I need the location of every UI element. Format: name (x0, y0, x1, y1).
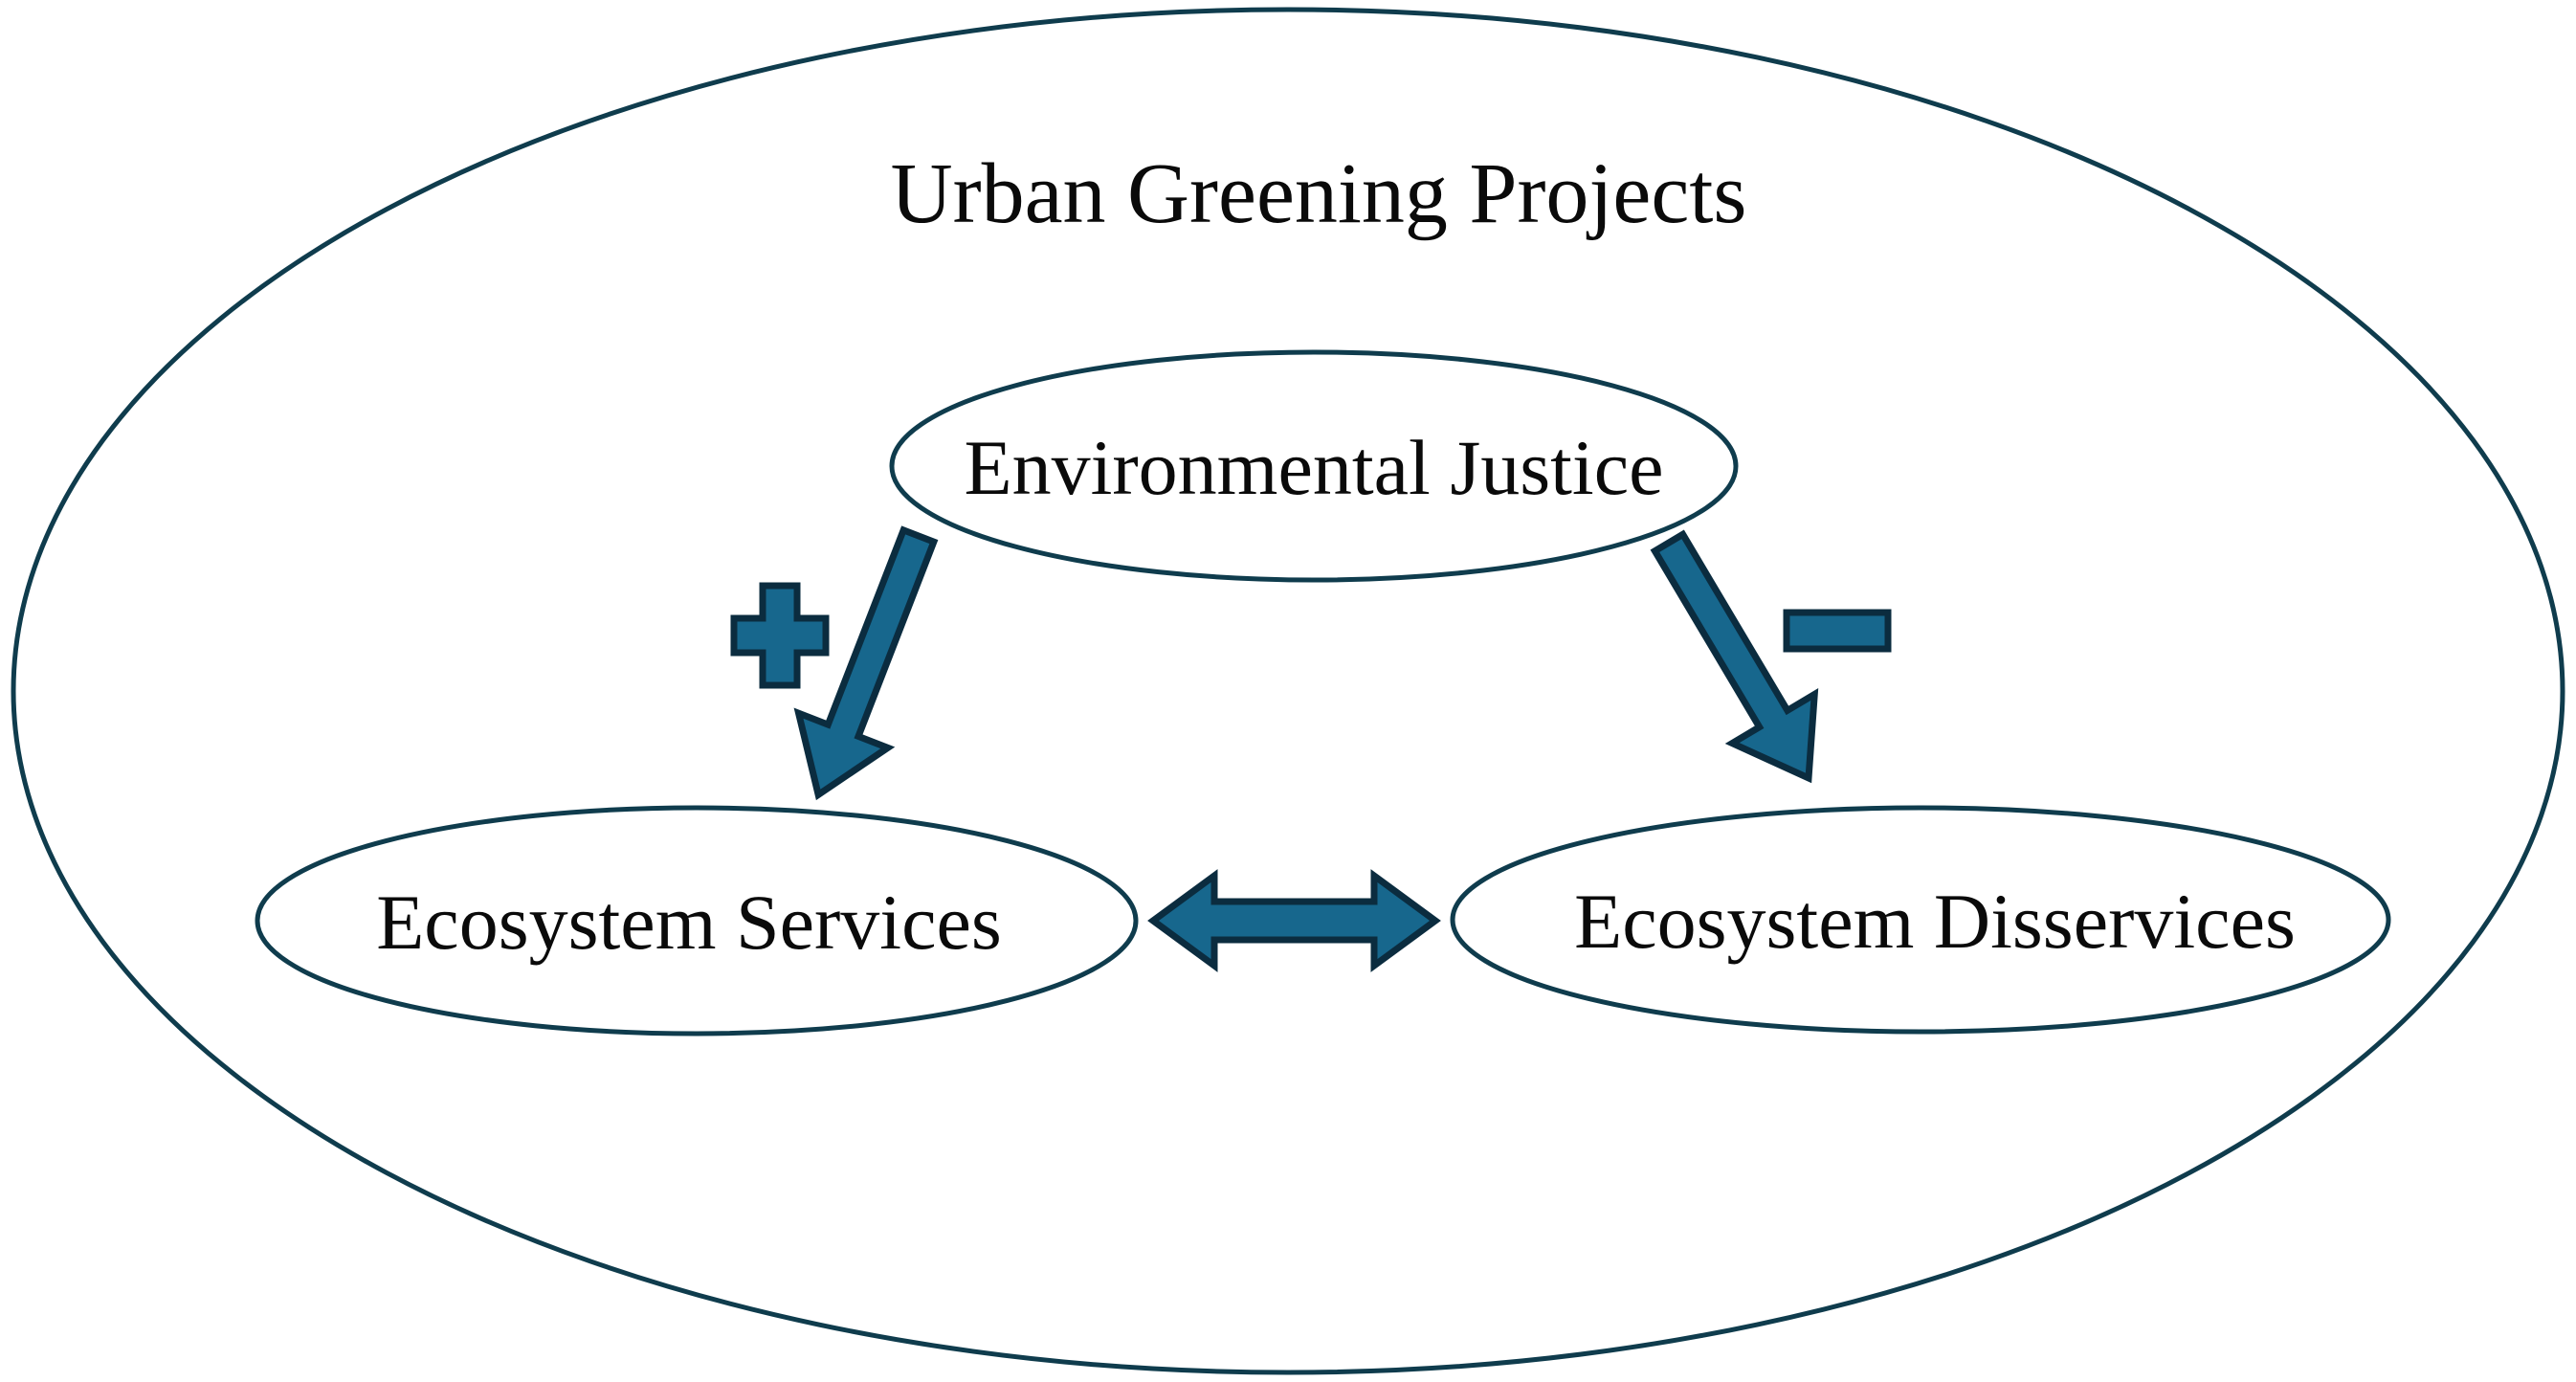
node-environmental-justice: Environmental Justice (889, 349, 1739, 583)
minus-icon (1783, 609, 1892, 653)
container-title: Urban Greening Projects (891, 146, 1747, 241)
node-ellipse-ecosystem-disservices (1450, 805, 2391, 1035)
node-label-ecosystem-services: Ecosystem Services (376, 879, 1002, 966)
arrow-justice-to-disservices (1650, 529, 1819, 784)
arrow-justice-to-services (793, 525, 939, 801)
node-ellipse-ecosystem-services (255, 805, 1139, 1036)
node-label-ecosystem-disservices: Ecosystem Disservices (1574, 878, 2296, 965)
arrow-services-disservices-bidirectional (1147, 869, 1441, 972)
node-ellipse-environmental-justice (889, 349, 1739, 583)
plus-icon (730, 582, 830, 689)
node-ecosystem-disservices: Ecosystem Disservices (1450, 805, 2391, 1035)
node-label-environmental-justice: Environmental Justice (965, 424, 1664, 511)
node-ecosystem-services: Ecosystem Services (255, 805, 1139, 1036)
